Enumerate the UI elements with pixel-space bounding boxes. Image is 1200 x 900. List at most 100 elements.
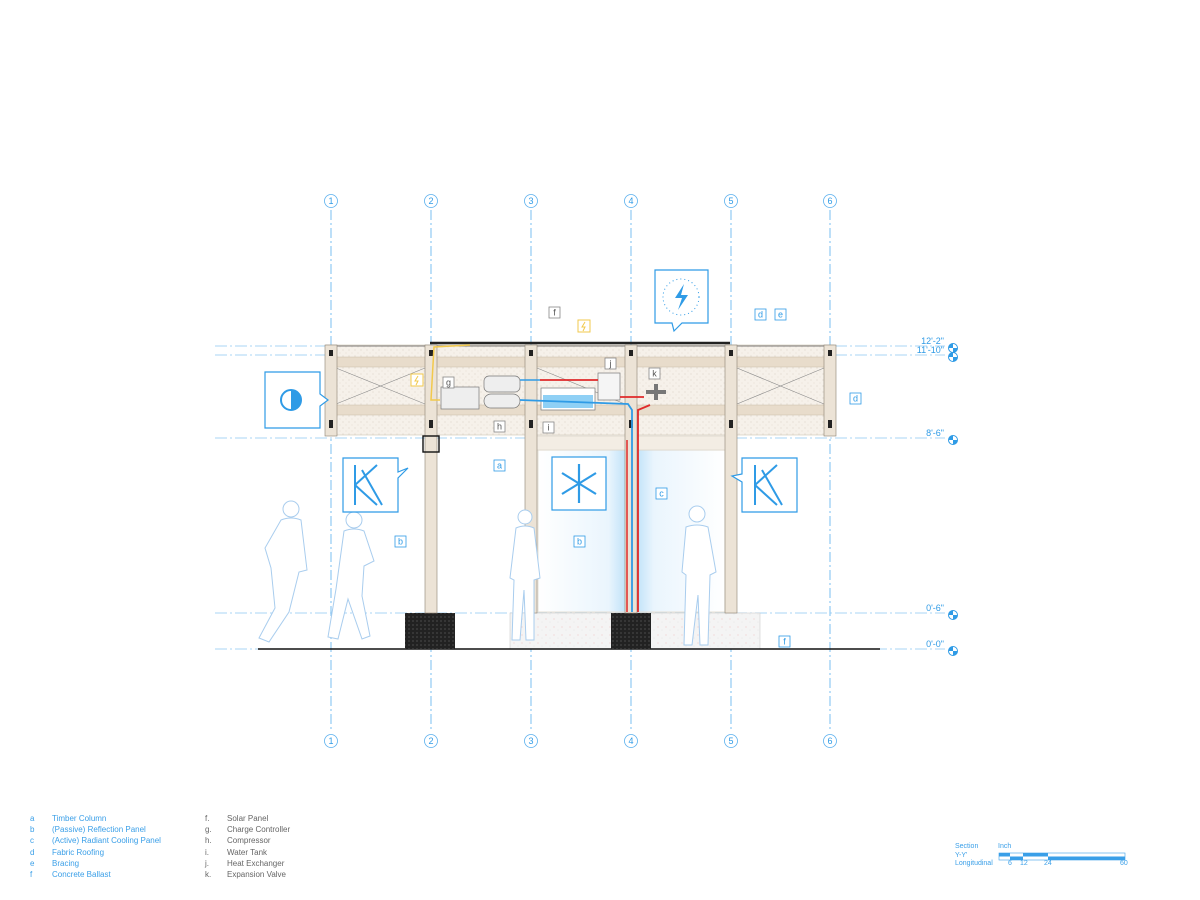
tag-e: e — [774, 308, 787, 321]
scale-tick: 12 — [1020, 860, 1028, 867]
legend-label: Bracing — [52, 858, 80, 868]
level-label: 11'-10" — [917, 345, 944, 355]
legend-item: c(Active) Radiant Cooling Panel — [30, 835, 161, 846]
lightning-icon — [675, 284, 688, 310]
svg-text:f: f — [553, 308, 556, 318]
svg-text:c: c — [659, 489, 664, 499]
legend-item: g.Charge Controller — [205, 824, 290, 835]
level-marker-icon — [948, 343, 958, 353]
connector — [429, 350, 433, 356]
scale-unit: Inch — [998, 843, 1012, 850]
grid-label: 2 — [428, 736, 433, 746]
svg-text:d: d — [853, 394, 858, 404]
connector — [529, 420, 533, 428]
svg-text:j: j — [609, 359, 612, 369]
legend-label: Expansion Valve — [227, 870, 286, 880]
grid-label: 3 — [528, 196, 533, 206]
timber-column — [324, 344, 338, 437]
tag-j: j — [604, 357, 617, 370]
connector — [729, 350, 733, 356]
legend-item: b (Passive) Reflection Panel — [30, 824, 161, 835]
cold-pipe — [519, 399, 633, 612]
reflection-icon — [354, 464, 383, 506]
legend-item: f Concrete Ballast — [30, 869, 161, 880]
scale-title: Section — [955, 843, 979, 850]
footing-4 — [611, 613, 651, 649]
grid-bubble — [823, 734, 837, 748]
legend-item: h.Compressor — [205, 835, 290, 846]
connector — [828, 350, 832, 356]
grid-bubble — [724, 734, 738, 748]
grid-bubble — [324, 734, 338, 748]
grid-bubble — [324, 194, 338, 208]
level-label: 0'-0" — [926, 639, 944, 649]
compressor — [483, 393, 521, 409]
connector — [529, 350, 533, 356]
power-callout — [654, 269, 709, 333]
svg-text:g: g — [446, 378, 451, 388]
reflection-icon — [754, 464, 783, 506]
scale-title: Longitudinal — [955, 860, 993, 867]
level-label: 0'-6" — [926, 603, 944, 613]
legend-key: b — [30, 825, 35, 835]
tag-f: f — [548, 306, 561, 319]
legend-label: (Passive) Reflection Panel — [52, 825, 146, 835]
timber-column — [724, 344, 738, 614]
legend-key: i. — [205, 847, 209, 857]
legend-label: Solar Panel — [227, 814, 269, 823]
timber-column — [624, 344, 638, 614]
timber-column — [424, 344, 438, 614]
grid-label: 6 — [827, 736, 832, 746]
svg-text:d: d — [758, 310, 763, 320]
snowflake-icon — [561, 464, 597, 503]
grid-label: 1 — [328, 736, 333, 746]
tag-c: c — [655, 487, 668, 500]
svg-text:e: e — [778, 310, 783, 320]
tag-f: f — [778, 635, 791, 648]
legend-label: Concrete Ballast — [52, 870, 111, 880]
grid-label: 4 — [628, 736, 633, 746]
svg-text:b: b — [577, 537, 582, 547]
scale-tick: 24 — [1044, 860, 1052, 867]
hot-pipe — [540, 379, 651, 612]
expansion-valve — [646, 384, 666, 400]
tag-d: d — [849, 392, 862, 405]
compressor-top — [483, 375, 521, 393]
tag-k: k — [648, 367, 661, 380]
grid-label: 4 — [628, 196, 633, 206]
legend-key: f. — [205, 814, 210, 823]
power-cable — [430, 344, 471, 401]
cooling-callout — [551, 456, 607, 511]
grid-bubble — [424, 734, 438, 748]
scale-tick: 6 — [1008, 860, 1012, 867]
legend-key: k. — [205, 870, 212, 880]
sun-callout — [264, 371, 329, 429]
tag-i: i — [542, 421, 555, 434]
grid-bubble — [624, 734, 638, 748]
connector — [828, 420, 832, 428]
level-marker-icon — [948, 435, 958, 445]
legend-label: Heat Exchanger — [227, 858, 285, 868]
timber-columns — [324, 344, 837, 614]
people-silhouettes — [258, 500, 717, 646]
legend-key: c — [30, 836, 34, 846]
connector — [629, 350, 633, 356]
legend-label: Charge Controller — [227, 825, 291, 835]
grid-bubble — [823, 194, 837, 208]
tag-b: b — [394, 535, 407, 548]
legend-key: f — [30, 870, 33, 880]
legend-item: j.Heat Exchanger — [205, 858, 290, 869]
grid-label: 1 — [328, 196, 333, 206]
connector — [329, 350, 333, 356]
scale-title: Y-Y' — [955, 851, 968, 859]
level-label: 12'-2" — [921, 336, 944, 346]
charge-controller — [440, 386, 480, 410]
legend-item: f. Solar Panel — [205, 813, 290, 824]
tag-d: d — [754, 308, 767, 321]
timber-column — [823, 344, 837, 437]
column-base — [422, 435, 440, 453]
